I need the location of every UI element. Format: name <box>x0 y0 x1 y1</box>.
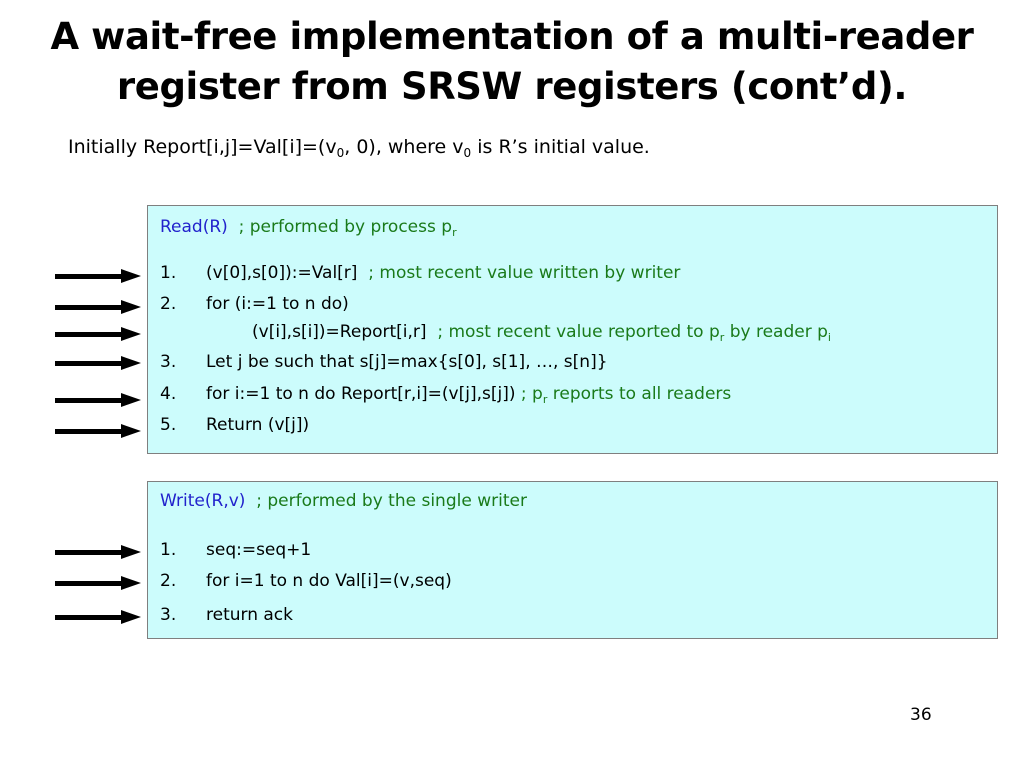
read-header-comment-subscript: r <box>452 226 457 239</box>
read-header-comment: ; performed by process pr <box>238 217 457 239</box>
read-line-1: 1. (v[0],s[0]):=Val[r] ; most recent valu… <box>160 263 680 283</box>
read-line-1-comment: ; most recent value written by writer <box>368 263 681 283</box>
write-line-1-number: 1. <box>160 540 177 560</box>
arrow-shaft <box>55 361 125 366</box>
read-line-1-number: 1. <box>160 263 177 283</box>
read-line-4-code: for i:=1 to n do Report[r,i]=(v[j],s[j]) <box>206 384 516 404</box>
page-title: A wait-free implementation of a multi-re… <box>50 15 974 108</box>
arrow-shaft <box>55 398 125 403</box>
right-arrow-icon <box>55 269 141 283</box>
arrow-head <box>121 300 141 314</box>
arrow-shaft <box>55 305 125 310</box>
read-line-1-code: (v[0],s[0]):=Val[r] <box>206 263 358 283</box>
read-line-2-number: 2. <box>160 294 177 314</box>
read-procedure-name: Read(R) <box>160 217 228 237</box>
right-arrow-icon <box>55 327 141 341</box>
read-line-4: 4. for i:=1 to n do Report[r,i]=(v[j],s[j… <box>160 384 732 406</box>
write-line-3-code: return ack <box>206 605 293 625</box>
arrow-shaft <box>55 274 125 279</box>
subtitle-subscript-2: 0 <box>463 146 472 160</box>
arrow-head <box>121 327 141 341</box>
subtitle-subscript-1: 0 <box>336 146 345 160</box>
right-arrow-icon <box>55 545 141 559</box>
arrow-head <box>121 393 141 407</box>
read-line-2-body-code: (v[i],s[i])=Report[i,r] <box>252 322 427 342</box>
arrow-shaft <box>55 332 125 337</box>
subtitle-part-3: is R’s initial value. <box>471 136 650 158</box>
arrow-head <box>121 269 141 283</box>
read-line-5-code: Return (v[j]) <box>206 415 310 435</box>
read-line-4-number: 4. <box>160 384 177 404</box>
write-procedure-name: Write(R,v) <box>160 491 246 511</box>
right-arrow-icon <box>55 610 141 624</box>
arrow-shaft <box>55 550 125 555</box>
read-line-3-number: 3. <box>160 352 177 372</box>
subtitle-part-2: , 0), where v <box>344 136 464 158</box>
right-arrow-icon <box>55 576 141 590</box>
right-arrow-icon <box>55 393 141 407</box>
arrow-head <box>121 356 141 370</box>
write-line-2: 2. for i=1 to n do Val[i]=(v,seq) <box>160 571 452 591</box>
arrow-head <box>121 576 141 590</box>
write-procedure-box: Write(R,v) ; performed by the single wri… <box>147 481 998 639</box>
read-procedure-header: Read(R) ; performed by process pr <box>160 217 457 239</box>
read-line-2-code: for (i:=1 to n do) <box>206 294 349 314</box>
read-line-2-body-comment-pre: ; most recent value reported to p <box>437 322 720 342</box>
right-arrow-icon <box>55 356 141 370</box>
read-line-4-comment: ; pr reports to all readers <box>520 384 732 406</box>
read-line-2-body: (v[i],s[i])=Report[i,r] ; most recent va… <box>160 322 831 344</box>
read-line-4-comment-sub: r <box>542 393 548 406</box>
write-procedure-header: Write(R,v) ; performed by the single wri… <box>160 491 527 511</box>
read-line-2-body-comment-sub2: i <box>827 331 831 344</box>
read-header-comment-text: ; performed by process p <box>238 217 453 237</box>
write-line-1: 1. seq:=seq+1 <box>160 540 311 560</box>
write-header-comment: ; performed by the single writer <box>256 491 527 511</box>
subtitle-part-1: Initially Report[i,j]=Val[i]=(v <box>68 136 337 158</box>
write-line-3: 3. return ack <box>160 605 293 625</box>
read-line-2-body-comment: ; most recent value reported to pr by re… <box>437 322 831 344</box>
right-arrow-icon <box>55 424 141 438</box>
arrow-head <box>121 424 141 438</box>
read-line-5-number: 5. <box>160 415 177 435</box>
read-line-2: 2. for (i:=1 to n do) <box>160 294 349 314</box>
arrow-shaft <box>55 581 125 586</box>
write-line-2-number: 2. <box>160 571 177 591</box>
read-line-2-body-comment-sub1: r <box>719 331 725 344</box>
initial-conditions-text: Initially Report[i,j]=Val[i]=(v0, 0), wh… <box>68 136 650 160</box>
arrow-shaft <box>55 429 125 434</box>
write-line-3-number: 3. <box>160 605 177 625</box>
slide-number: 36 <box>910 705 932 725</box>
right-arrow-icon <box>55 300 141 314</box>
read-line-2-body-comment-post: by reader p <box>724 322 828 342</box>
arrow-head <box>121 610 141 624</box>
arrow-shaft <box>55 615 125 620</box>
arrow-head <box>121 545 141 559</box>
read-line-3: 3. Let j be such that s[j]=max{s[0], s[1]… <box>160 352 608 372</box>
read-procedure-box: Read(R) ; performed by process pr 1.(v[0… <box>147 205 998 454</box>
read-line-4-comment-post: reports to all readers <box>547 384 732 404</box>
write-line-1-code: seq:=seq+1 <box>206 540 312 560</box>
read-line-3-code: Let j be such that s[j]=max{s[0], s[1], … <box>206 352 608 372</box>
read-line-4-comment-pre: ; p <box>520 384 543 404</box>
read-line-5: 5. Return (v[j]) <box>160 415 309 435</box>
write-line-2-code: for i=1 to n do Val[i]=(v,seq) <box>206 571 452 591</box>
